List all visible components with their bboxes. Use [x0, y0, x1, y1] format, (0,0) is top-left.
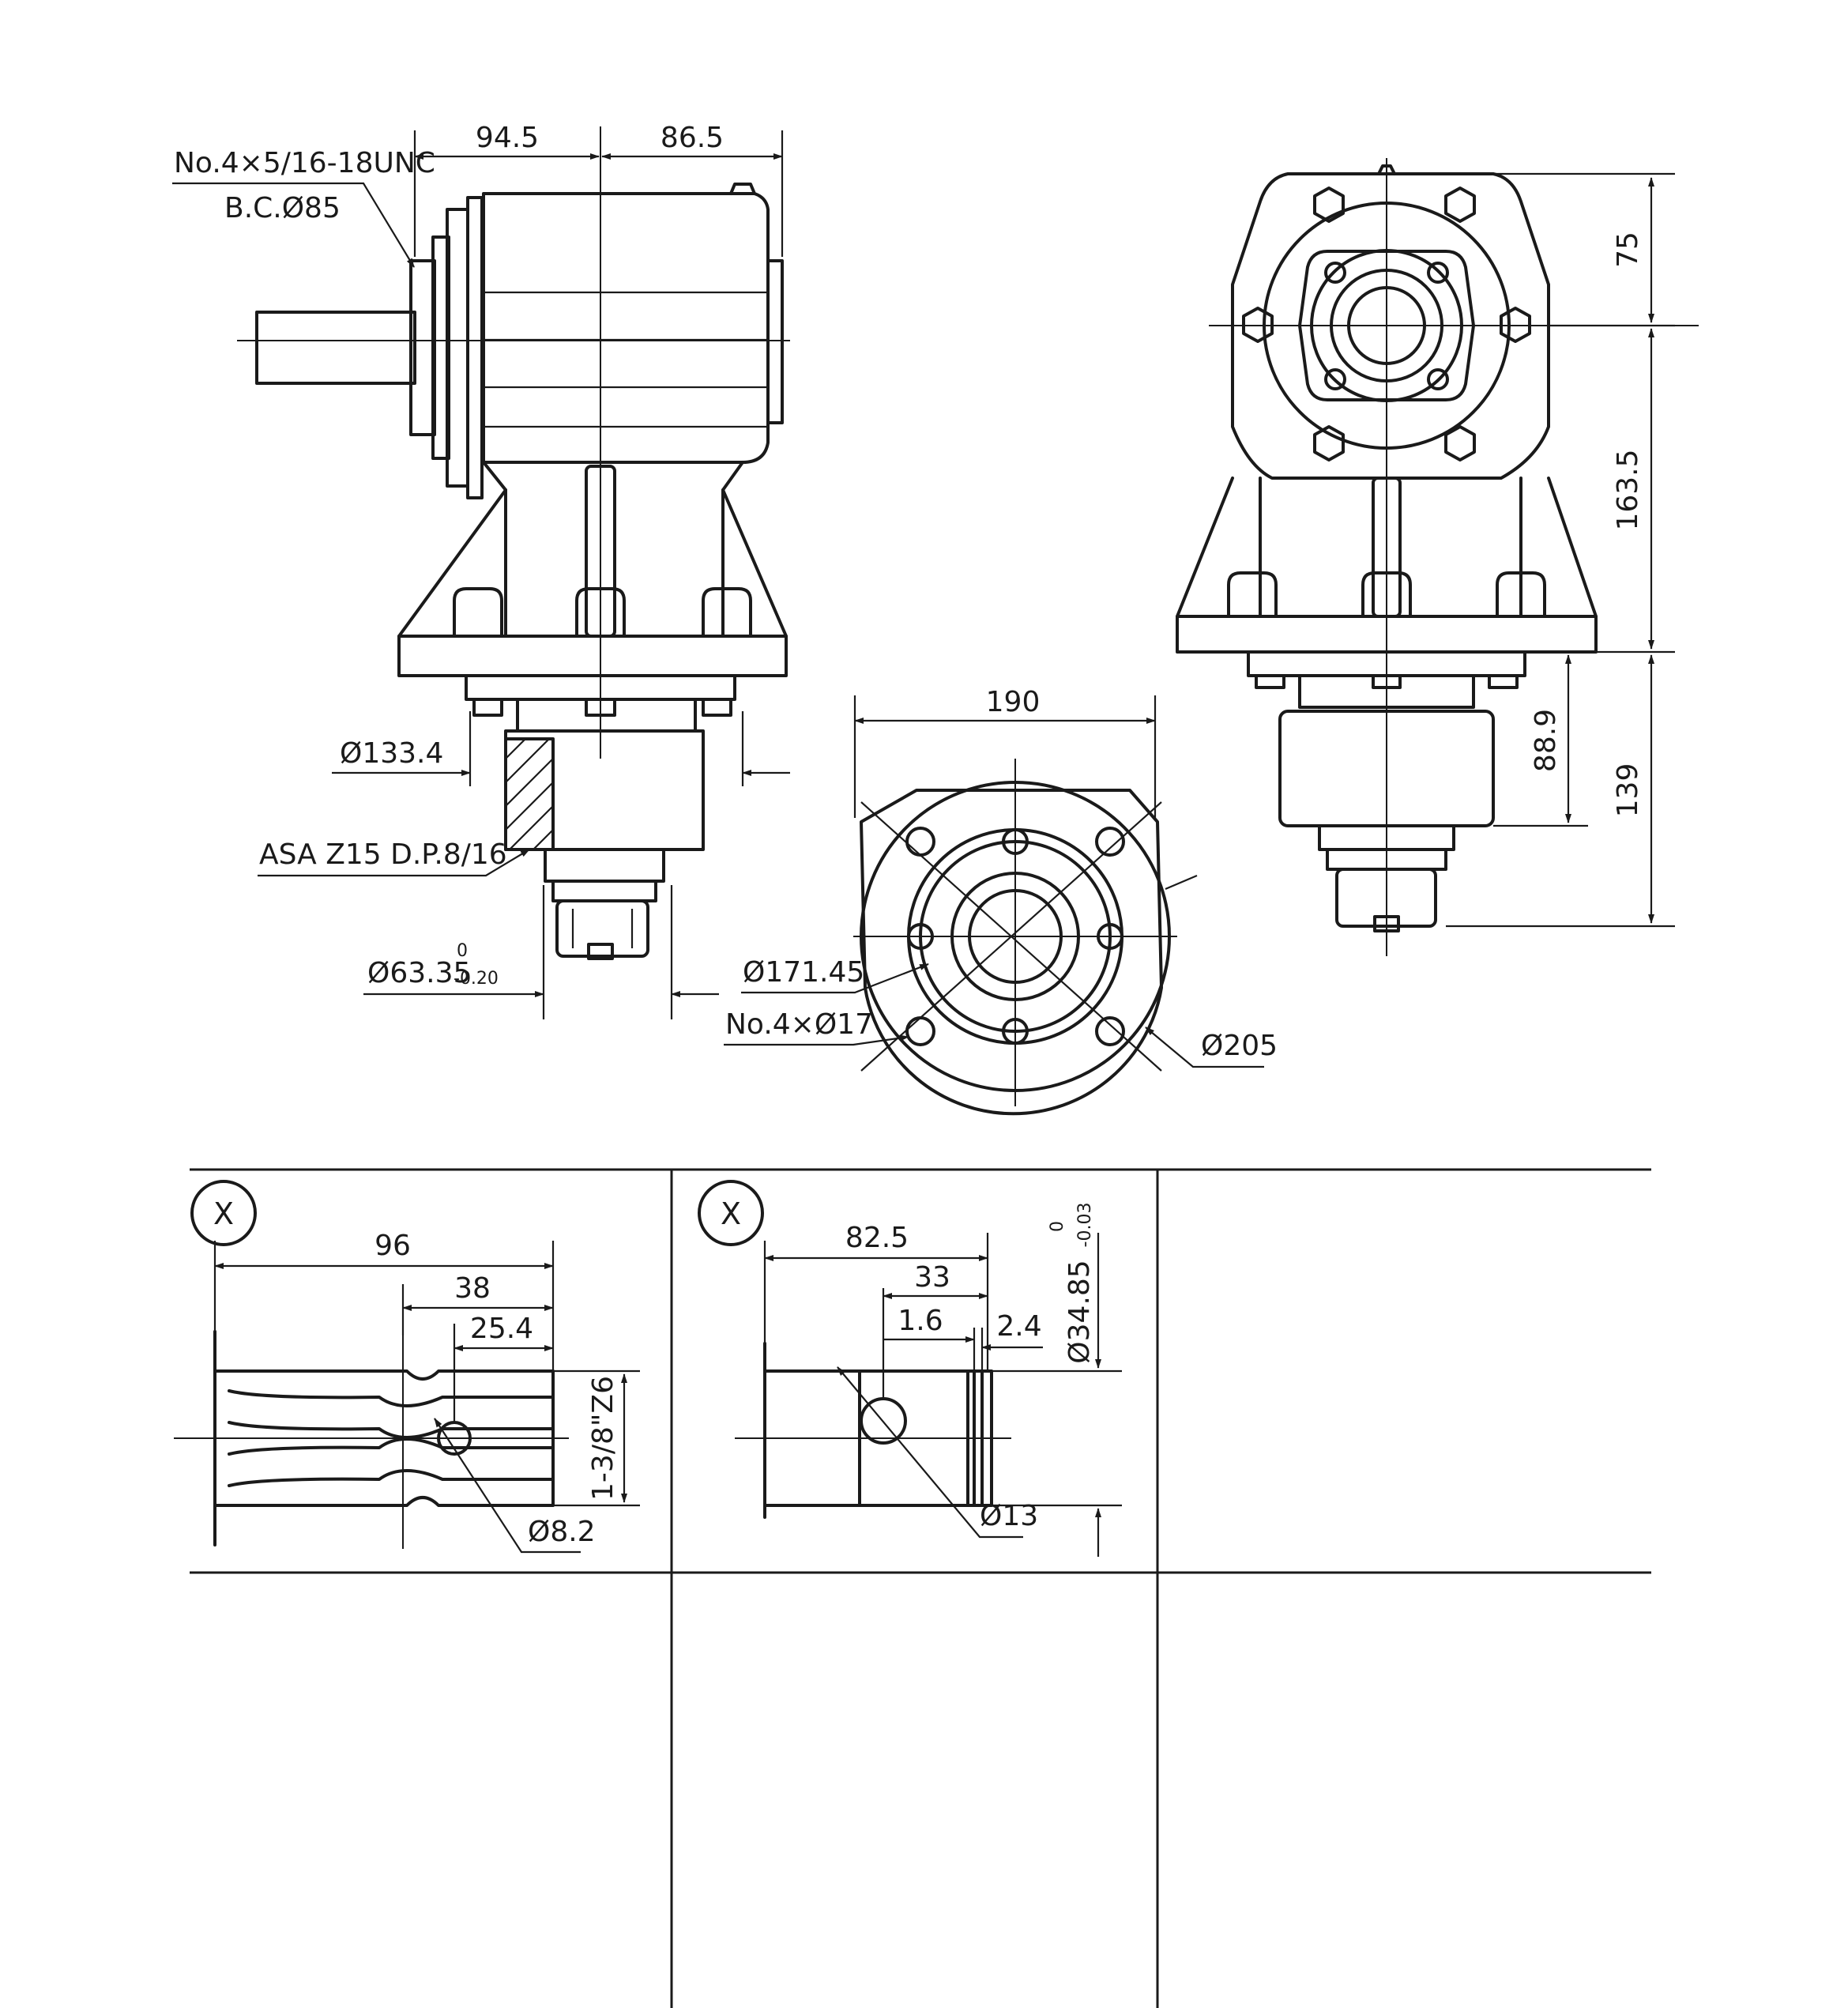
dim-96: 96: [374, 1230, 411, 1262]
detail-round-shaft: X 82.5 33 1.6 2.4 Ø34.85 0 -0.03 Ø13: [698, 1180, 1122, 1557]
side-view: 94.5 86.5 No.4×5/16-18UNC B.C.Ø85 Ø133.4…: [172, 122, 790, 1019]
dim-dia-205: Ø205: [1201, 1030, 1278, 1062]
gearbox-housing: [482, 192, 770, 464]
dim-75: 75: [1612, 232, 1644, 268]
input-shaft: [255, 311, 416, 385]
dim-190: 190: [986, 686, 1041, 718]
dim-33: 33: [914, 1261, 950, 1294]
bolt-note: No.4×5/16-18UNC: [174, 147, 435, 179]
detail-spline-shaft: X 96 38 25.4 1-3/8"Z6 Ø8.2: [174, 1180, 640, 1554]
dim-1-6: 1.6: [898, 1305, 943, 1337]
bolt-circle-note: B.C.Ø85: [224, 192, 341, 224]
gear-spec-note: ASA Z15 D.P.8/16: [259, 838, 507, 871]
output-spline: [555, 899, 649, 958]
tol-34-upper: 0: [1048, 1221, 1067, 1232]
dim-dia-34-85: Ø34.85: [1063, 1260, 1096, 1363]
dim-dia-63-35: Ø63.35: [367, 957, 471, 989]
tol-34-lower: -0.03: [1075, 1203, 1095, 1248]
dim-94-5: 94.5: [476, 122, 539, 154]
dim-163-5: 163.5: [1612, 449, 1644, 530]
dim-86-5: 86.5: [661, 122, 724, 154]
spline-spec: 1-3/8"Z6: [587, 1376, 619, 1501]
hex-bolt: [1313, 186, 1345, 223]
dim-dia-133-4: Ø133.4: [340, 737, 443, 770]
detail-marker-label: X: [213, 1196, 234, 1231]
front-gear: [1278, 710, 1495, 827]
detail-marker-spline: [190, 1180, 257, 1246]
dim-38: 38: [454, 1272, 491, 1305]
front-housing: [1231, 172, 1550, 480]
base-plate: [397, 635, 788, 677]
holes-note: No.4×Ø17: [725, 1008, 873, 1041]
dim-2-4: 2.4: [996, 1310, 1041, 1343]
dim-139: 139: [1612, 763, 1644, 818]
dim-dia-13: Ø13: [980, 1500, 1038, 1532]
dim-dia-8-2: Ø8.2: [528, 1516, 596, 1548]
flange-view: 190 Ø171.45 No.4×Ø17 Ø205: [724, 686, 1278, 1116]
front-flange: [1263, 202, 1511, 450]
dim-82-5: 82.5: [845, 1222, 909, 1254]
dim-88-9: 88.9: [1530, 709, 1562, 772]
detail-marker-label: X: [721, 1196, 741, 1231]
detail-table-grid: [190, 1168, 1651, 2008]
support-bracket: [397, 461, 788, 638]
dim-25-4: 25.4: [470, 1313, 533, 1345]
front-view: 75 163.5 88.9 139: [1176, 158, 1699, 956]
tol-63-upper: 0: [457, 941, 468, 961]
detail-marker-round: [698, 1180, 764, 1246]
tol-63-lower: -0.20: [454, 969, 499, 989]
dim-dia-171-45: Ø171.45: [743, 956, 864, 989]
gear-section: [504, 729, 705, 851]
